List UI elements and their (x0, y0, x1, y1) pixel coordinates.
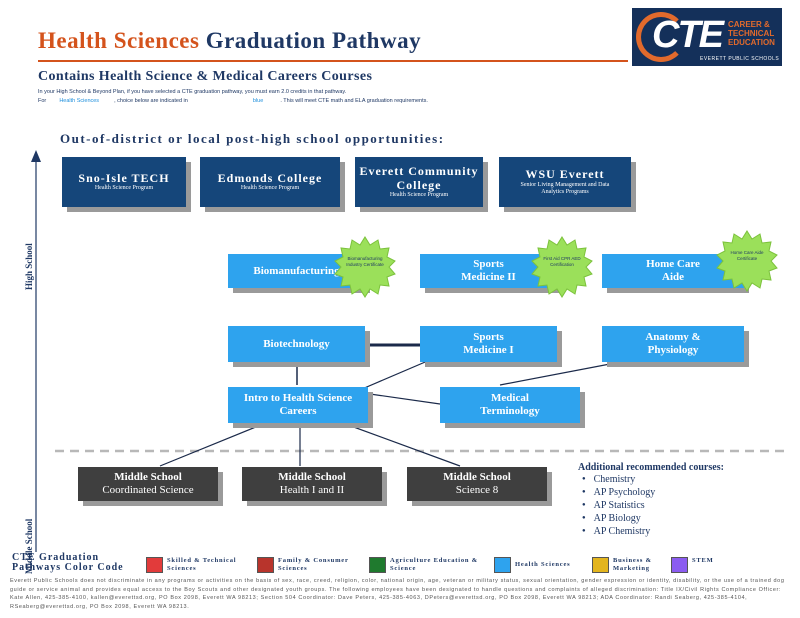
title-graduation-pathway: Graduation Pathway (205, 28, 422, 53)
college-everett-community: Everett Community College Health Science… (355, 157, 483, 207)
college-detail: Health Science Program (240, 185, 300, 192)
course-label: Medical Terminology (480, 392, 540, 417)
intro-medterm-connector (369, 393, 441, 405)
course-label: Biomanufacturing (253, 264, 340, 277)
list-item: AP Statistics (582, 500, 655, 513)
badge-text: Home Care Aide Certificate (730, 250, 764, 261)
logo-lines: CAREER & TECHNICAL EDUCATION (728, 20, 778, 47)
college-detail: Senior Living Management and Data Analyt… (520, 182, 610, 195)
logo-line: CAREER & (728, 20, 770, 29)
legend-label: Skilled & Technical Sciences (167, 557, 237, 572)
legend-swatch (592, 557, 609, 573)
logo-line: EDUCATION (728, 38, 775, 47)
intro-mid: , choice below are indicated in (114, 98, 188, 104)
middle-school-course: Coordinated Science (102, 484, 194, 496)
certification-badge-biomanufacturing: Biomanufacturing Industry Certificate (333, 236, 397, 298)
course-home-care-aide: Home Care Aide (602, 254, 744, 288)
cte-logo: CTE CAREER & TECHNICAL EDUCATION EVERETT… (632, 8, 782, 66)
college-wsu-everett: WSU Everett Senior Living Management and… (499, 157, 631, 207)
college-detail: Health Science Program (389, 192, 449, 199)
medterm-anatomy-connector (499, 363, 611, 386)
middle-school-course: Science 8 (455, 484, 499, 496)
axis-arrowhead (31, 150, 41, 162)
legend-swatch (369, 557, 386, 573)
college-name: Edmonds College (217, 170, 323, 185)
legend-title-line: CTE Graduation (12, 552, 100, 563)
course-label: Biotechnology (263, 337, 330, 350)
ms-coordinated-connector (159, 421, 269, 467)
nondiscrimination-disclaimer: Everett Public Schools does not discrimi… (10, 578, 785, 610)
list-item: AP Chemistry (582, 526, 655, 539)
legend-label: Family & Consumer Sciences (278, 557, 349, 572)
legend-swatch (146, 557, 163, 573)
list-item: Chemistry (582, 474, 655, 487)
college-name: Everett Community College (359, 163, 479, 192)
logo-cte-text: CTE (652, 14, 724, 56)
course-label: Anatomy & Physiology (645, 331, 701, 356)
intro-suffix: . This will meet CTE math and ELA gradua… (280, 98, 428, 104)
certification-badge-sports-medicine: First Aid CPR AED Certification (530, 236, 594, 298)
badge-starburst-icon (716, 230, 778, 292)
badge-starburst-icon (531, 236, 593, 298)
course-anatomy-physiology: Anatomy & Physiology (602, 326, 744, 362)
subtitle: Contains Health Science & Medical Career… (38, 69, 373, 84)
college-name: Sno-Isle TECH (78, 170, 170, 185)
legend-swatch (257, 557, 274, 573)
middle-school-label: Middle School (278, 471, 346, 484)
intro-line-2: For Health Sciences , choice below are i… (38, 98, 428, 104)
logo-line: TECHNICAL (728, 29, 775, 38)
intro-prefix: For (38, 98, 47, 104)
intro-highlight: Health Sciences (59, 98, 100, 104)
middle-school-label: Middle School (443, 471, 511, 484)
opportunities-heading: Out-of-district or local post-high schoo… (60, 131, 445, 146)
middle-school-health: Middle School Health I and II (242, 467, 382, 501)
page-title: Health Sciences Graduation Pathway (38, 28, 421, 54)
legend-swatch (671, 557, 688, 573)
intro-line-1: In your High School & Beyond Plan, if yo… (38, 89, 347, 95)
course-sports-medicine-1: Sports Medicine I (420, 326, 557, 362)
list-item: AP Biology (582, 513, 655, 526)
badge-text: Biomanufacturing Industry Certificate (346, 256, 384, 267)
ms-science8-connector (339, 421, 461, 467)
title-underline (38, 60, 628, 62)
list-item: AP Psychology (582, 487, 656, 500)
badge-starburst-icon (334, 236, 396, 298)
legend-title-line: Pathways Color Code (12, 562, 124, 573)
logo-ring (636, 12, 686, 62)
middle-school-course: Health I and II (279, 484, 345, 496)
certification-badge-home-care: Home Care Aide Certificate (715, 230, 779, 292)
college-detail: Health Science Program (94, 185, 154, 192)
legend-label: Business & Marketing (613, 557, 652, 572)
legend-swatch (494, 557, 511, 573)
middle-school-science-8: Middle School Science 8 (407, 467, 547, 501)
legend-label: Health Sciences (515, 561, 571, 568)
course-label: Intro to Health Science Careers (243, 392, 353, 417)
legend-label: STEM (692, 557, 714, 564)
additional-courses-list: Chemistry AP Psychology AP Statistics AP… (582, 474, 656, 539)
course-biotechnology: Biotechnology (228, 326, 365, 362)
additional-courses-heading: Additional recommended courses: (578, 462, 724, 473)
intro-color-word: blue (252, 98, 264, 104)
axis-label-high-school: High School (24, 243, 34, 290)
course-medical-terminology: Medical Terminology (440, 387, 580, 423)
legend-title: CTE Graduation Pathways Color Code (12, 553, 124, 573)
badge-text: First Aid CPR AED Certification (543, 256, 581, 267)
college-sno-isle-tech: Sno-Isle TECH Health Science Program (62, 157, 186, 207)
course-intro-health-science: Intro to Health Science Careers (228, 387, 368, 423)
college-name: WSU Everett (525, 167, 605, 182)
middle-school-coordinated-science: Middle School Coordinated Science (78, 467, 218, 501)
title-health-sciences: Health Sciences (38, 28, 200, 53)
middle-school-label: Middle School (114, 471, 182, 484)
course-label: Sports Medicine II (461, 258, 516, 283)
logo-footer: EVERETT PUBLIC SCHOOLS (700, 56, 780, 62)
college-edmonds: Edmonds College Health Science Program (200, 157, 340, 207)
course-label: Sports Medicine I (463, 331, 514, 356)
legend-label: Agriculture Education & Science (390, 557, 478, 572)
course-label: Home Care Aide (646, 258, 700, 283)
